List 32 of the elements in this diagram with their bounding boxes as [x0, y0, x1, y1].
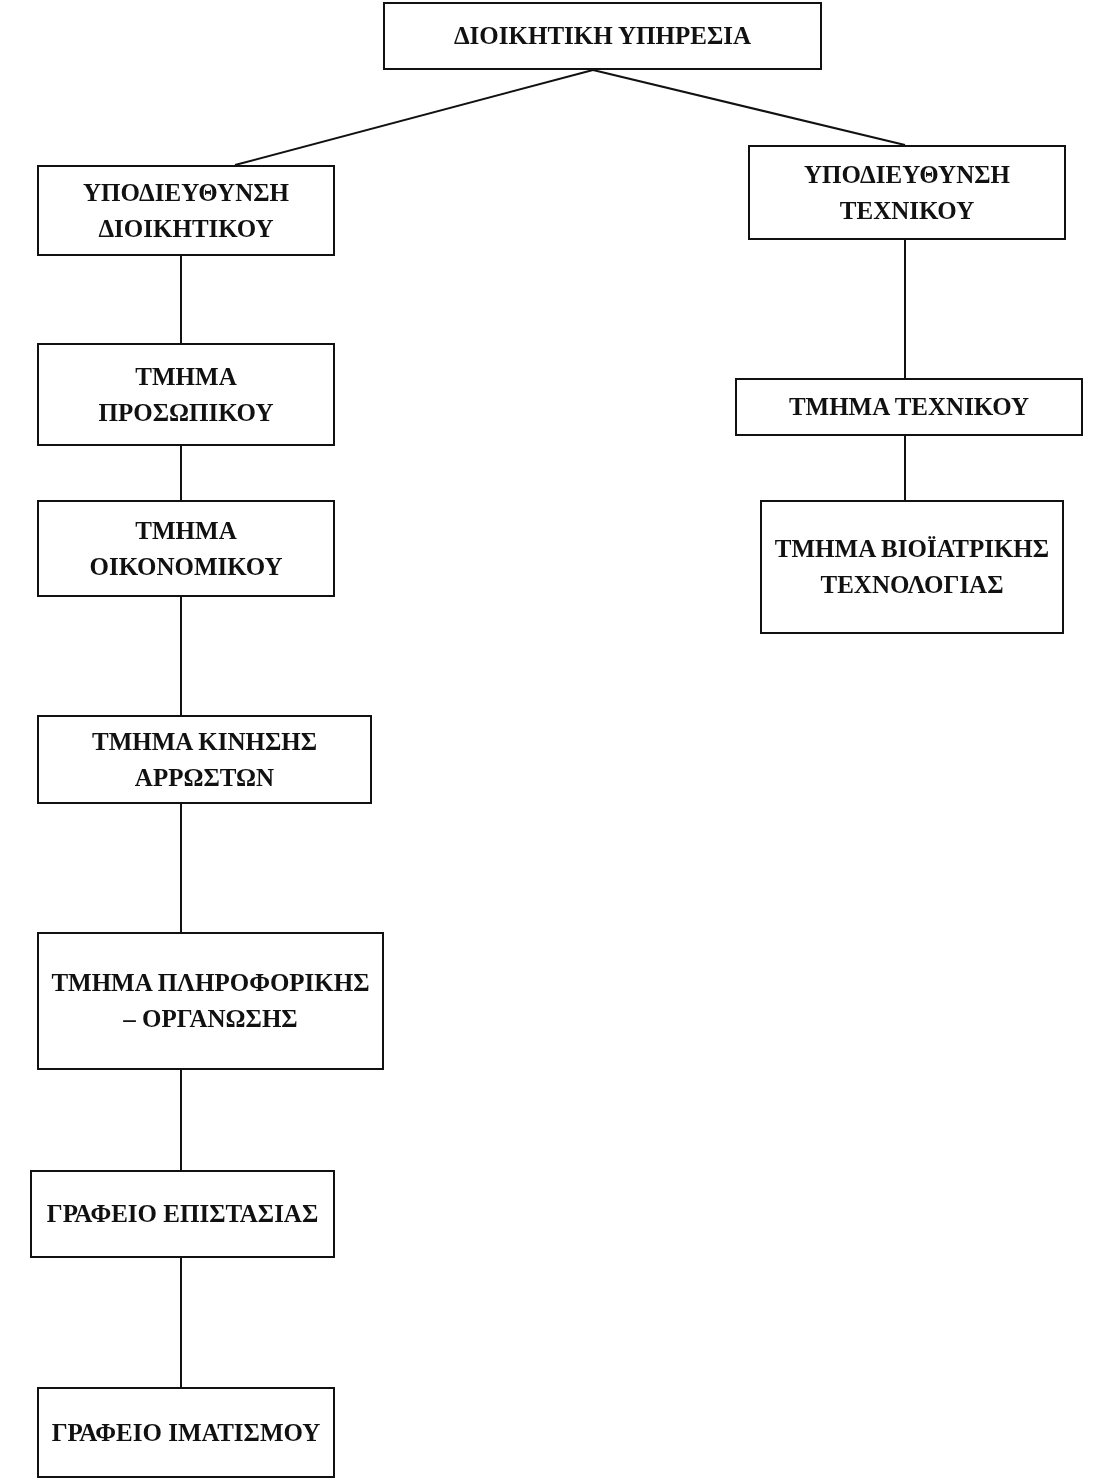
org-box — [735, 378, 1083, 436]
org-box — [30, 1170, 335, 1258]
connector-line — [180, 1069, 182, 1171]
org-box — [383, 2, 822, 70]
org-box — [37, 165, 335, 256]
box-label: ΤΜΗΜΑ ΟΙΚΟΝΟΜΙΚΟΥ — [88, 515, 284, 582]
box-label: ΤΜΗΜΑ ΠΛΗΡΟΦΟΡΙΚΗΣ – ΟΡΓΑΝΩΣΗΣ — [50, 968, 371, 1034]
org-box — [37, 932, 384, 1070]
box-label: ΥΠΟΔΙΕΥΘΥΝΣΗ ΔΙΟΙΚΗΤΙΚΟΥ — [82, 177, 290, 244]
connector-line — [180, 596, 182, 716]
connector-line — [904, 239, 906, 379]
connector-line — [234, 69, 594, 166]
box-label: ΥΠΟΔΙΕΥΘΥΝΣΗ ΤΕΧΝΙΚΟΥ — [803, 159, 1011, 226]
org-box — [748, 145, 1066, 240]
connector-line — [904, 435, 906, 501]
box-label: ΤΜΗΜΑ ΒΙΟΪΑΤΡΙΚΗΣ ΤΕΧΝΟΛΟΓΙΑΣ — [773, 534, 1051, 600]
box-label: ΤΜΗΜΑ ΤΕΧΝΙΚΟΥ — [788, 392, 1030, 422]
connector-line — [180, 803, 182, 933]
org-box — [37, 715, 372, 804]
org-box — [37, 343, 335, 446]
org-box — [37, 1387, 335, 1478]
box-label: ΔΙΟΙΚΗΤΙΚΗ ΥΠΗΡΕΣΙΑ — [453, 21, 752, 51]
connector-line — [180, 1257, 182, 1388]
box-label: ΓΡΑΦΕΙΟ ΙΜΑΤΙΣΜΟΥ — [51, 1417, 321, 1448]
box-label: ΓΡΑΦΕΙΟ ΕΠΙΣΤΑΣΙΑΣ — [46, 1199, 319, 1229]
box-label: ΤΜΗΜΑ ΠΡΟΣΩΠΙΚΟΥ — [97, 361, 275, 428]
org-box — [37, 500, 335, 597]
org-box — [760, 500, 1064, 634]
connector-line — [592, 69, 906, 146]
connector-line — [180, 255, 182, 344]
box-label: ΤΜΗΜΑ ΚΙΝΗΣΗΣ ΑΡΡΩΣΤΩΝ — [90, 726, 319, 793]
connector-line — [180, 445, 182, 501]
